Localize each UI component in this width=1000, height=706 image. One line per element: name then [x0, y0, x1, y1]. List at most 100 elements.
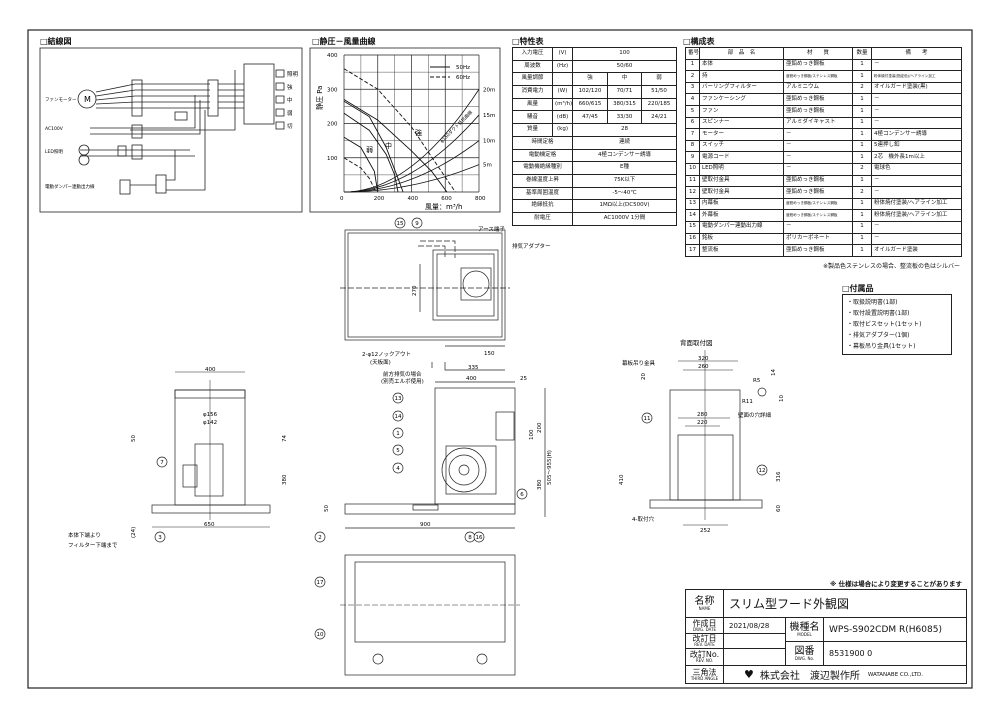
dim-280: 280	[697, 412, 708, 418]
parts-note: ※製品色ステンレスの場合、整流板の色はシルバー	[822, 263, 960, 270]
parts-cell: 5連押し釦	[871, 139, 962, 153]
dim-14: 14	[771, 369, 777, 376]
dim-60: 60	[776, 505, 782, 512]
legend-label: 60Hz	[456, 75, 470, 81]
curve-annotation: 強	[415, 129, 422, 137]
parts-cell: 外幕板	[699, 209, 784, 222]
knockout-sub-label: (天板面)	[370, 358, 391, 366]
dim-height-range: 505～955(H)	[547, 450, 553, 485]
accessory-item: ・幕板吊り金具(1セット)	[847, 343, 916, 350]
series-line	[343, 136, 379, 193]
dim-252: 252	[700, 528, 711, 534]
parts-cell: 電源コード	[699, 151, 784, 164]
parts-cell: 7	[685, 128, 700, 141]
x-tick-label: 0	[340, 196, 344, 202]
parts-cell: アルミダイキャスト	[783, 116, 853, 130]
parts-cell: 亜鉛めっき鋼板	[783, 93, 853, 106]
wiring-title: □結線図	[40, 37, 72, 46]
accessory-item: ・取付設置説明書(1部)	[847, 310, 910, 317]
parts-cell: 1	[852, 104, 872, 118]
parts-cell: LED照明	[699, 162, 784, 176]
switch-label: 強	[287, 83, 293, 91]
parts-cell: 亜鉛めっき鋼板	[783, 244, 853, 257]
sheet-border	[27, 29, 973, 689]
parts-cell: 1	[852, 116, 872, 130]
spec-cell: 中	[607, 72, 642, 87]
x-tick-label: 400	[408, 196, 419, 202]
parts-cell: アルミニウム	[783, 81, 853, 95]
parts-cell: 1	[852, 244, 872, 257]
dim-900: 900	[420, 522, 431, 528]
balloon-number: 8	[468, 535, 472, 541]
dim-150: 150	[484, 351, 495, 357]
spec-cell: 1MΩ以上(DC500V)	[571, 199, 678, 213]
balloon-circle	[473, 531, 485, 543]
curve-annotation: 中	[385, 141, 392, 150]
duct-curve-label: 15m	[483, 113, 495, 119]
balloon-circle	[392, 392, 404, 404]
dim-25: 25	[520, 376, 527, 382]
front-view	[151, 371, 271, 528]
spec-row: 周波数(Hz)50/60	[512, 59, 678, 74]
balloon-circle	[516, 488, 528, 500]
balloon-circle	[411, 217, 423, 229]
bottom-view	[340, 554, 520, 676]
name-label-ja: 名称	[694, 595, 715, 607]
back-mount-title: 背面取付図	[680, 338, 713, 347]
balloon-circle	[156, 456, 168, 468]
parts-cell: 2	[685, 70, 700, 83]
company: ♥ 株式会社 渡辺製作所 WATANABE CO.,LTD.	[724, 666, 966, 683]
duct-curve-label: 20m	[483, 87, 495, 93]
dim-phi142: φ142	[203, 420, 217, 426]
duct-curve-label: 10m	[483, 139, 495, 145]
parts-cell: 本体	[699, 58, 784, 72]
parts-cell: 電球色	[871, 162, 962, 176]
accessory-item: ・取扱説明書(1部)	[847, 299, 898, 306]
dim-320: 320	[698, 356, 709, 362]
spec-cell: (V)	[552, 47, 573, 61]
spec-change-note: ※ 仕様は場合により変更することがあります	[830, 580, 962, 588]
spec-cell: 耐電圧	[512, 211, 573, 226]
spec-cell: 電動機定格	[512, 148, 573, 163]
parts-cell: 壁取付金具	[699, 186, 784, 199]
balloon-number: 5	[396, 448, 400, 454]
front-view-labels: 400 φ156 φ142 50 74 380 650 (24) 本体下端より …	[68, 367, 288, 549]
parts-cell: －	[783, 162, 853, 176]
curve-annotation: 弱	[366, 146, 373, 154]
parts-cell: 1	[852, 93, 872, 106]
balloon-number: 17	[317, 580, 324, 586]
parts-cell: 1	[685, 58, 700, 72]
parts-cell: 16	[685, 232, 700, 246]
dim-650: 650	[204, 522, 215, 528]
spec-cell: (kg)	[552, 123, 573, 137]
parts-cell: 粉体焼付塗装(指定色)/ヘアライン加工	[871, 70, 962, 83]
rev-label-en: REV. DATE	[694, 642, 715, 647]
led-label: LED照明	[45, 149, 63, 155]
revno-label-en: REV. NO.	[695, 658, 714, 663]
parts-cell: 1	[852, 151, 872, 164]
parts-cell: 壁取付金具	[699, 174, 784, 188]
parts-cell: バーリングフィルター	[699, 81, 784, 95]
spec-cell: 33/30	[607, 110, 642, 125]
spec-cell: 100	[571, 47, 678, 61]
y-tick-label: 300	[327, 87, 338, 93]
rev-label-ja: 改訂日	[692, 634, 717, 643]
spec-cell: 電動機絶縁種別	[512, 161, 573, 175]
parts-cell: －	[783, 220, 853, 234]
parts-cell: 1	[852, 70, 872, 83]
spec-cell: (W)	[552, 85, 573, 99]
balloon-circle	[314, 628, 326, 640]
accessories-title: □付属品	[842, 284, 874, 293]
